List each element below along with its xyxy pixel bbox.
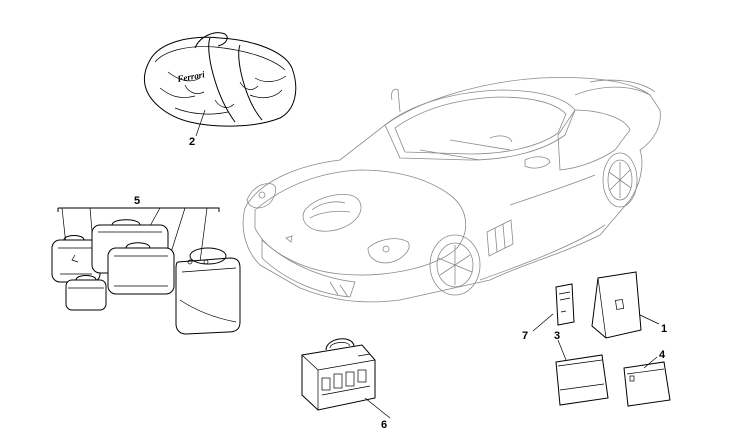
callout-6: 6 (381, 419, 387, 431)
bag-logo-text: Ferrari (176, 69, 206, 84)
callouts: 2 5 7 1 3 4 6 (134, 136, 667, 431)
owner-manuals (555, 271, 671, 407)
car-illustration (242, 77, 661, 303)
callout-4: 4 (659, 349, 666, 361)
car-cover-bag: Ferrari (143, 32, 297, 127)
leader-lines (195, 109, 660, 419)
tool-kit (301, 338, 376, 411)
callout-5: 5 (134, 195, 140, 207)
callout-1: 1 (661, 323, 667, 335)
callout-2: 2 (189, 136, 195, 148)
callout-3: 3 (554, 330, 560, 342)
callout-7: 7 (522, 330, 528, 342)
luggage-set (51, 207, 241, 335)
